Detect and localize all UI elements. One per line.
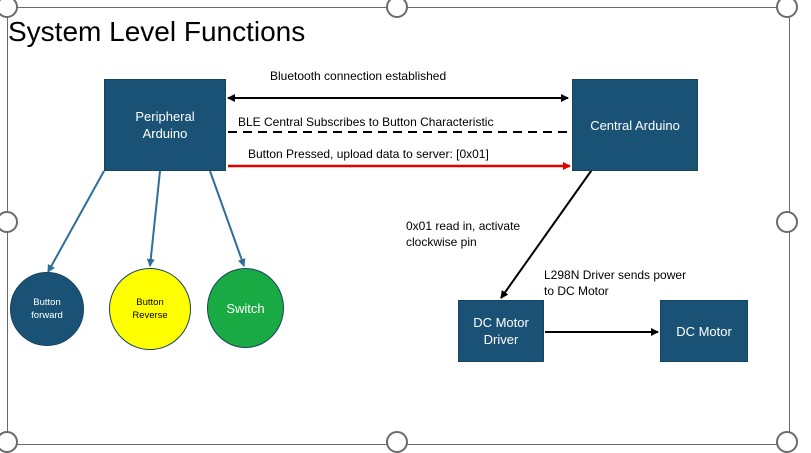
dc-motor-label: DC Motor <box>676 323 732 339</box>
read-in-label: 0x01 read in, activate clockwise pin <box>406 219 521 249</box>
resize-handle-bottom-right[interactable] <box>776 431 798 453</box>
resize-handle-top-center[interactable] <box>386 0 408 18</box>
motor-driver-node: DC Motor Driver <box>458 300 544 362</box>
to-button-forward-arrow <box>47 170 105 273</box>
pressed-label: Button Pressed, upload data to server: [… <box>248 147 489 161</box>
peripheral-arduino-label: Peripheral Arduino <box>135 109 195 141</box>
button-reverse-node: Button Reverse <box>109 268 191 350</box>
resize-handle-bottom-center[interactable] <box>386 431 408 453</box>
central-arduino-node: Central Arduino <box>572 79 698 171</box>
to-button-reverse-arrow <box>146 170 161 267</box>
driver-power-label: L298N Driver sends power to DC Motor <box>544 268 687 298</box>
button-forward-node: Button forward <box>10 272 84 346</box>
resize-handle-middle-left[interactable] <box>0 211 18 233</box>
central-arduino-label: Central Arduino <box>590 117 680 133</box>
switch-node: Switch <box>207 268 284 348</box>
bluetooth-label: Bluetooth connection established <box>270 69 447 83</box>
button-forward-label: Button forward <box>31 297 63 321</box>
resize-handle-middle-right[interactable] <box>776 211 798 233</box>
switch-label: Switch <box>226 300 265 316</box>
resize-handle-top-right[interactable] <box>776 0 798 18</box>
button-reverse-label: Button Reverse <box>132 297 168 321</box>
page-title: System Level Functions <box>8 16 306 47</box>
subscribe-label: BLE Central Subscribes to Button Charact… <box>238 115 494 129</box>
resize-handle-top-left[interactable] <box>0 0 18 18</box>
motor-driver-label: DC Motor Driver <box>473 315 529 347</box>
dc-motor-node: DC Motor <box>660 300 748 362</box>
to-switch-arrow <box>209 170 246 267</box>
peripheral-arduino-node: Peripheral Arduino <box>104 79 226 171</box>
central-to-driver-arrow <box>500 163 597 299</box>
